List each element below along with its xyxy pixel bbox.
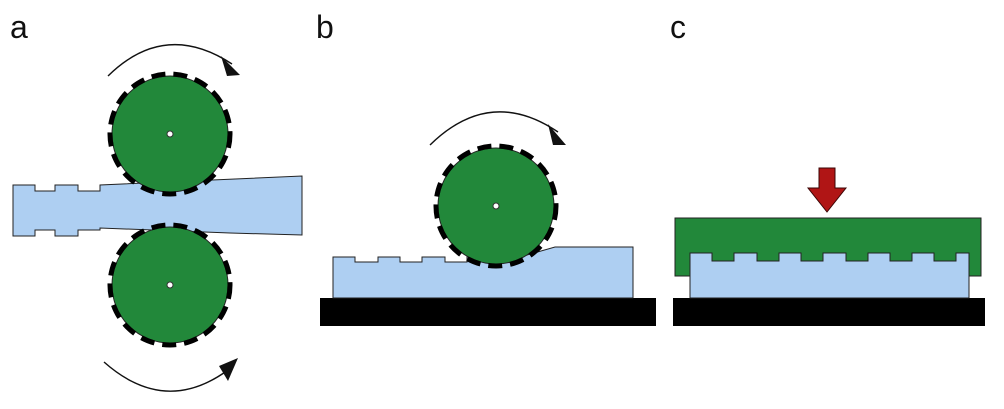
panel-a: a (10, 9, 303, 392)
panel-a-top-roller (107, 71, 233, 197)
arrowhead-icon (221, 56, 240, 76)
arrowhead-icon (548, 124, 566, 145)
panel-b-roller (433, 143, 559, 269)
panel-b-label: b (316, 9, 334, 45)
panel-c: c (670, 9, 985, 326)
panel-b: b (316, 9, 656, 326)
panel-c-label: c (670, 9, 686, 45)
arrowhead-icon (219, 358, 238, 381)
roller-ring (107, 71, 233, 197)
press-arrow-icon (806, 167, 848, 213)
roller-ring (433, 143, 559, 269)
axle-icon (492, 202, 500, 210)
panel-b-substrate (332, 246, 634, 299)
axle-icon (166, 130, 174, 138)
rotation-arrow-icon (429, 111, 559, 146)
rotation-arrow-icon (103, 361, 229, 392)
panel-a-bottom-roller (107, 222, 233, 348)
roller-ring (107, 222, 233, 348)
panel-b-base (320, 298, 656, 326)
panel-a-substrate (12, 175, 303, 237)
panel-c-substrate (689, 252, 970, 299)
panel-c-base (673, 298, 985, 326)
axle-icon (166, 281, 174, 289)
rotation-arrow-icon (107, 43, 233, 77)
panel-a-label: a (10, 9, 28, 45)
